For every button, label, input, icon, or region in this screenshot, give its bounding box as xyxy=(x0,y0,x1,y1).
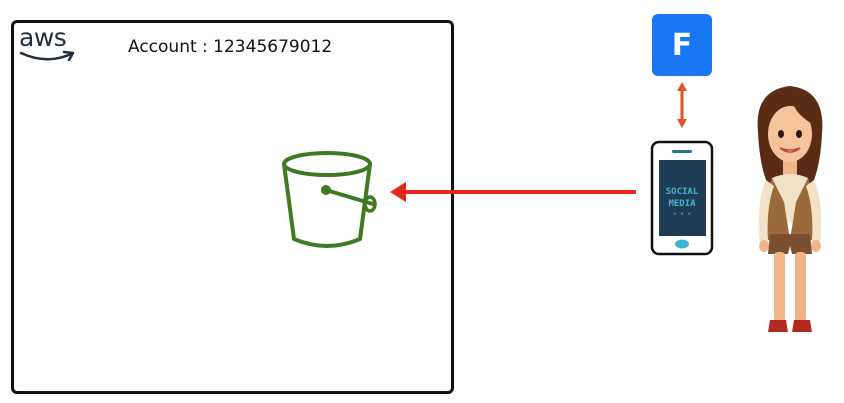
upload-arrow xyxy=(390,182,636,202)
sync-arrow xyxy=(677,82,687,128)
aws-smile-icon xyxy=(19,50,75,62)
woman-user-icon xyxy=(757,86,823,332)
aws-logo-text: aws xyxy=(19,23,67,52)
facebook-letter: F xyxy=(671,27,693,63)
phone-screen-line2: MEDIA xyxy=(668,199,696,209)
aws-account-boundary xyxy=(11,20,454,394)
account-label: Account : 12345679012 xyxy=(128,37,333,57)
phone-screen-line1: SOCIAL xyxy=(666,187,699,197)
phone-screen-line3: • • • xyxy=(673,211,691,218)
aws-logo-icon: aws xyxy=(19,23,79,69)
facebook-icon: F xyxy=(652,14,712,76)
smartphone-icon: SOCIAL MEDIA • • • xyxy=(650,140,714,256)
s3-bucket-icon xyxy=(282,151,377,248)
